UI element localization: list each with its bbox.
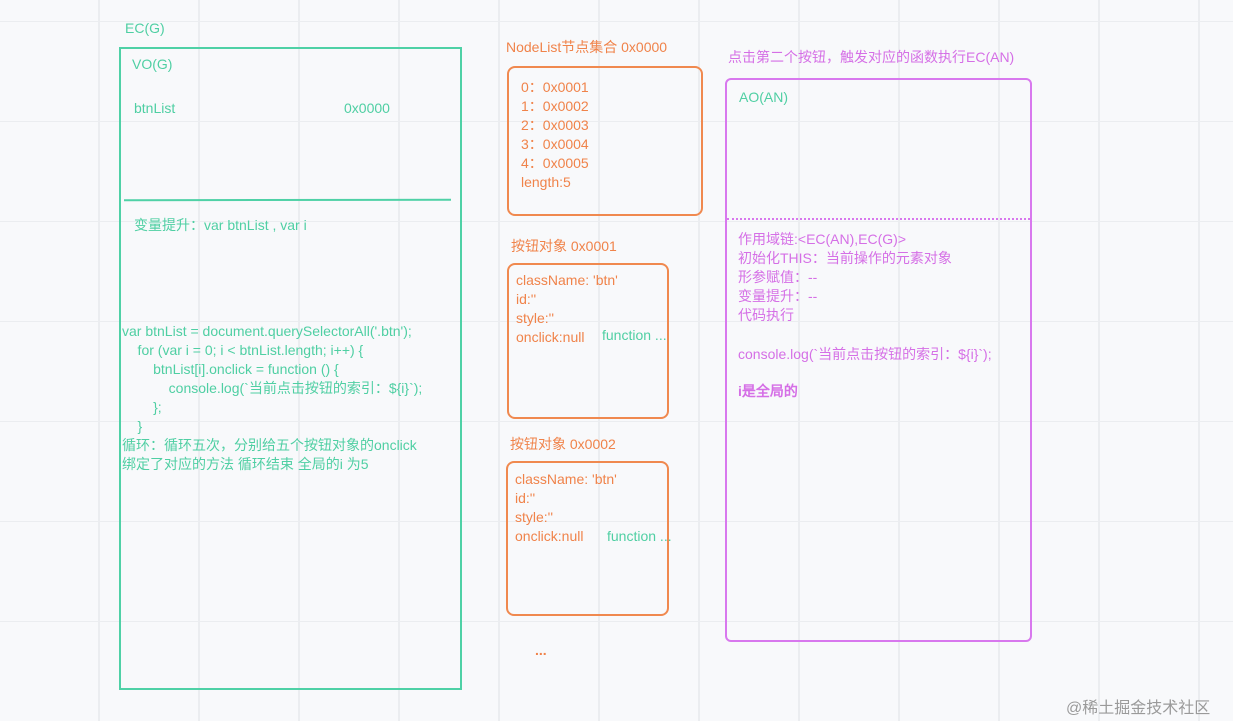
global-i-note: i是全局的	[738, 383, 798, 399]
more-objects-ellipsis: ...	[535, 642, 547, 658]
code-line: for (var i = 0; i < btnList.length; i++)…	[122, 342, 364, 358]
button-object-1-onclick: onclick:null	[516, 329, 585, 345]
button-object-2-classname: className: 'btn'	[515, 471, 617, 487]
global-hoisting-text: 变量提升：var btnList , var i	[134, 217, 307, 233]
code-exec-step: 代码执行	[738, 307, 794, 323]
nodelist-item: 3：0x0004	[521, 136, 589, 152]
function-ec-title: 点击第二个按钮，触发对应的函数执行EC(AN)	[728, 49, 1015, 65]
nodelist-item: 4：0x0005	[521, 155, 589, 171]
param-assign-step: 形参赋值：--	[738, 269, 818, 285]
nodelist-title: NodeList节点集合 0x0000	[506, 39, 668, 55]
init-this-step: 初始化THIS：当前操作的元素对象	[738, 250, 952, 266]
code-line: console.log(`当前点击按钮的索引：${i}`);	[122, 380, 423, 396]
button-object-2-onclick-value: function ...	[607, 528, 672, 544]
button-object-1-title: 按钮对象 0x0001	[511, 238, 617, 254]
code-line: };	[122, 399, 162, 415]
code-line: var btnList = document.querySelectorAll(…	[122, 323, 412, 339]
scope-chain-step: 作用域链:<EC(AN),EC(G)>	[738, 231, 907, 247]
button-object-2-onclick: onclick:null	[515, 528, 584, 544]
nodelist-item: 1：0x0002	[521, 98, 589, 114]
nodelist-item: 0：0x0001	[521, 79, 589, 95]
nodelist-length: length:5	[521, 174, 571, 190]
nodelist-item: 2：0x0003	[521, 117, 589, 133]
button-object-1-onclick-value: function ...	[602, 327, 667, 343]
ao-divider	[727, 218, 1030, 220]
global-ec-box	[119, 47, 462, 690]
hoisting-step: 变量提升：--	[738, 288, 818, 304]
loop-note-line1: 循环：循环五次，分别给五个按钮对象的onclick	[122, 437, 417, 453]
button-object-1-style: style:''	[516, 310, 555, 326]
code-line: btnList[i].onclick = function () {	[122, 361, 339, 377]
button-object-1-id: id:''	[516, 291, 537, 307]
variable-value-btnlist: 0x0000	[344, 100, 390, 116]
function-ec-box	[725, 78, 1032, 642]
button-object-2-style: style:''	[515, 509, 554, 525]
button-object-2-box	[506, 461, 669, 616]
global-vo-title: VO(G)	[132, 56, 173, 72]
variable-name-btnlist: btnList	[134, 100, 176, 116]
button-object-2-id: id:''	[515, 490, 536, 506]
global-ec-title: EC(G)	[125, 20, 165, 36]
button-object-1-classname: className: 'btn'	[516, 272, 618, 288]
function-code-line: console.log(`当前点击按钮的索引：${i}`);	[738, 346, 992, 362]
nodelist-box	[507, 66, 703, 216]
function-ao-title: AO(AN)	[739, 89, 788, 105]
watermark: @稀土掘金技术社区	[1066, 700, 1211, 717]
button-object-1-box	[507, 263, 669, 419]
code-line: }	[122, 418, 143, 434]
loop-note-line2: 绑定了对应的方法 循环结束 全局的i 为5	[122, 456, 369, 472]
button-object-2-title: 按钮对象 0x0002	[510, 436, 616, 452]
